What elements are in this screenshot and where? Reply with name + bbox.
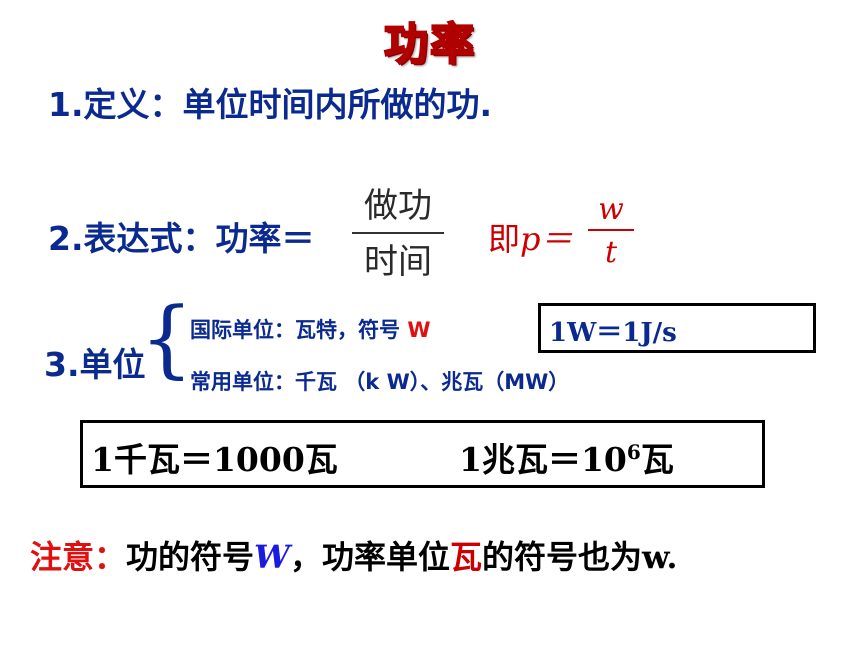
note-w: W [254,538,290,576]
expression-label: 2.表达式：功率＝ [48,219,315,258]
formula-ji: 即 [488,220,521,258]
unit-label: 3.单位 [44,345,146,384]
power-fraction: 做功 时间 [352,184,444,284]
megawatt-exp: 6 [626,440,641,464]
common-unit-text: 常用单位：千瓦 （k W）、兆瓦（MW） [190,370,570,394]
intl-unit-text: 国际单位：瓦特，符号 W [190,314,430,344]
fraction-numerator: 做功 [364,186,432,226]
megawatt-post: 瓦 [640,440,674,479]
intl-unit-label: 国际单位：瓦特，符号 [190,318,400,342]
page-title: 功率 [383,18,476,71]
formula-p: p＝ [520,220,573,258]
note-t2: ，功率单位 [289,538,450,576]
formula-t: t [604,235,618,270]
definition-text: 1.定义：单位时间内所做的功. [48,85,493,124]
intl-unit-symbol: W [407,318,431,342]
formula-fraction-bar [588,229,634,231]
note-key: 注意： [30,538,127,576]
watt-definition-text: 1W＝1J/s [549,318,677,348]
conversion-box: 1千瓦＝1000瓦 1兆瓦＝106瓦 [80,420,765,488]
fraction-denominator: 时间 [364,242,432,282]
note-wa: 瓦 [449,538,482,576]
watt-definition-box: 1W＝1J/s [538,303,816,353]
note-text: 注意：功的符号W，功率单位瓦的符号也为w. [30,532,677,578]
note-ws: w. [642,538,678,576]
note-t3: 的符号也为 [482,538,643,576]
formula-w: w [598,192,624,227]
formula-fraction: w t [588,192,634,270]
formula-text: 即p＝ [488,214,573,260]
note-t1: 功的符号 [126,538,255,576]
megawatt-pre: 1兆瓦＝10 [459,440,627,479]
megawatt-conversion: 1兆瓦＝106瓦 [459,433,674,481]
brace-symbol: { [140,289,194,387]
kilowatt-conversion: 1千瓦＝1000瓦 [91,440,338,479]
fraction-bar [352,232,444,234]
